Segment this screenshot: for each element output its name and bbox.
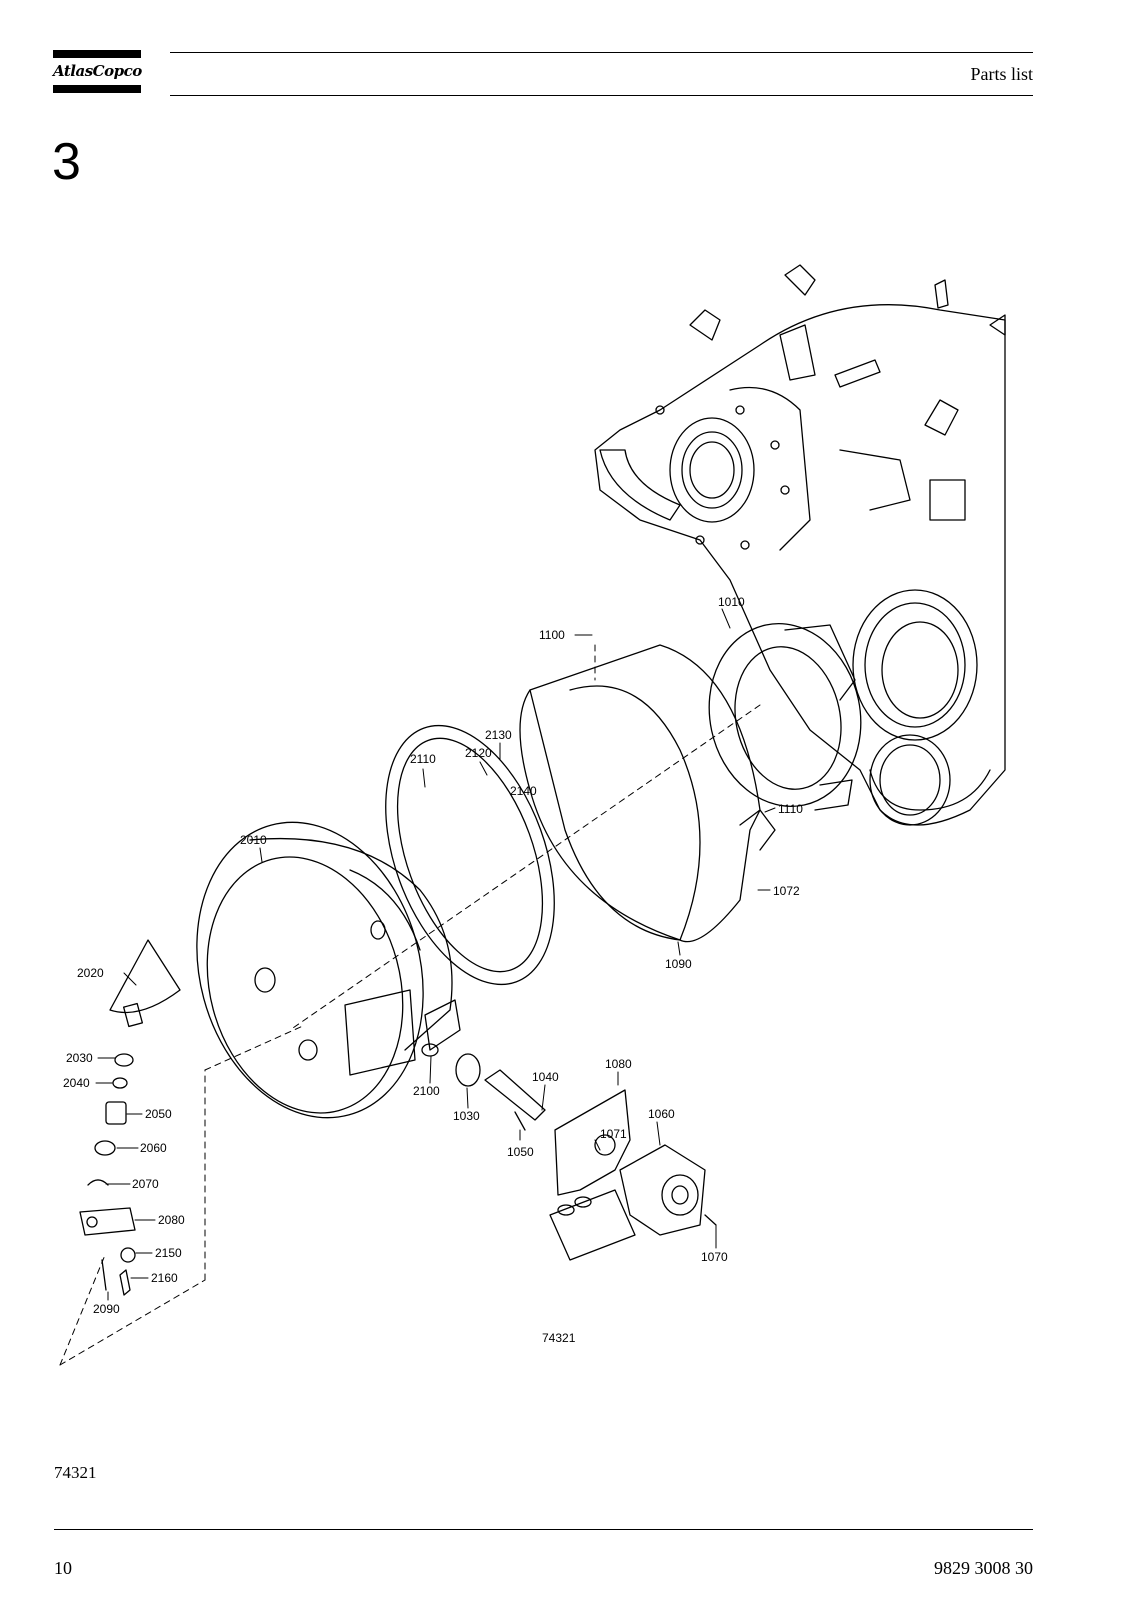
gasket-ring-2110 [385, 724, 555, 986]
chapter-number: 3 [52, 133, 81, 191]
callout-2120: 2120 [465, 746, 492, 760]
logo-wordmark: AtlasCopco [53, 62, 142, 80]
callout-1110: 1110 [778, 802, 803, 816]
flange-ring-1010 [708, 623, 862, 811]
callout-1050: 1050 [507, 1145, 534, 1159]
compressor-housing-drawing [594, 264, 1006, 826]
callout-2080: 2080 [158, 1213, 185, 1227]
callout-2150: 2150 [155, 1246, 182, 1260]
logo-bar-top [53, 50, 141, 58]
cover-shroud-1090 [519, 644, 776, 943]
assembly-axis-lines [59, 644, 761, 1366]
document-number: 9829 3008 30 [934, 1558, 1033, 1578]
header-rule-bottom [170, 95, 1033, 96]
small-parts-stack [79, 1053, 136, 1296]
callout-2100: 2100 [413, 1084, 440, 1098]
callout-2040: 2040 [63, 1076, 90, 1090]
callout-1060: 1060 [648, 1107, 675, 1121]
callout-2060: 2060 [140, 1141, 167, 1155]
callout-2090: 2090 [93, 1302, 120, 1316]
callout-2140: 2140 [510, 784, 537, 798]
callout-labels: 1010 1100 2130 2120 2110 2140 1110 2010 … [63, 595, 803, 1345]
callout-2050: 2050 [145, 1107, 172, 1121]
callout-2160: 2160 [151, 1271, 178, 1285]
logo-bar-bottom [53, 85, 141, 93]
mounting-plate-1080 [554, 1089, 631, 1196]
fan-cover-housing-2010 [196, 821, 453, 1119]
callout-1080: 1080 [605, 1057, 632, 1071]
callout-2030: 2030 [66, 1051, 93, 1065]
page-number: 10 [54, 1558, 72, 1578]
header-rule-top [170, 52, 1033, 53]
callout-1090: 1090 [665, 957, 692, 971]
callout-1072: 1072 [773, 884, 800, 898]
section-title: Parts list [970, 64, 1033, 84]
bracket-2100 [421, 999, 461, 1057]
callout-1071: 1071 [600, 1127, 627, 1141]
callout-2070: 2070 [132, 1177, 159, 1191]
callout-2020: 2020 [77, 966, 104, 980]
figure-id: 74321 [54, 1463, 97, 1482]
callout-1040: 1040 [532, 1070, 559, 1084]
cone-2020 [109, 939, 181, 1028]
atlas-copco-logo: AtlasCopco [53, 50, 142, 93]
callout-1100: 1100 [539, 628, 565, 642]
callout-1030: 1030 [453, 1109, 480, 1123]
callout-2010: 2010 [240, 833, 267, 847]
callout-1070: 1070 [701, 1250, 728, 1264]
shaft-parts [455, 1053, 546, 1131]
callout-leader-lines [95, 608, 776, 1301]
callout-2130: 2130 [485, 728, 512, 742]
callout-2110: 2110 [410, 752, 436, 766]
callout-1010: 1010 [718, 595, 745, 609]
exploded-parts-drawing: 1010 1100 2130 2120 2110 2140 1110 2010 … [40, 250, 1040, 1400]
footer-rule [54, 1529, 1033, 1530]
gear-motor-1060 [549, 1144, 717, 1261]
drawing-number: 74321 [542, 1331, 576, 1345]
